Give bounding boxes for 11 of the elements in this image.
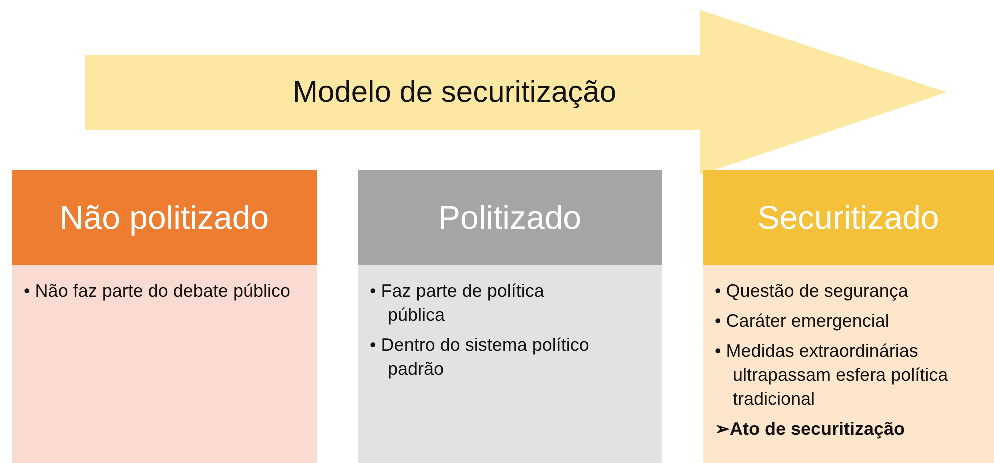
bullet-item: • Dentro do sistema político padrão	[370, 334, 590, 381]
bullet-item: ➢Ato de securitização	[715, 418, 906, 441]
bullet-item: • Medidas extraordinárias ultrapassam esfera política tradicional	[715, 340, 950, 411]
bullet-item: • Não faz parte do debate público	[24, 280, 292, 303]
bullet-item: • Caráter emergencial	[715, 310, 890, 333]
bullet-item: • Faz parte de política pública	[370, 280, 546, 327]
title-text: Modelo de securitização	[293, 76, 617, 110]
column-header: Não politizado	[12, 170, 317, 265]
bullet-item: • Questão de segurança	[715, 280, 910, 303]
column-header: Securitizado	[703, 170, 994, 265]
column-header: Politizado	[358, 170, 662, 265]
